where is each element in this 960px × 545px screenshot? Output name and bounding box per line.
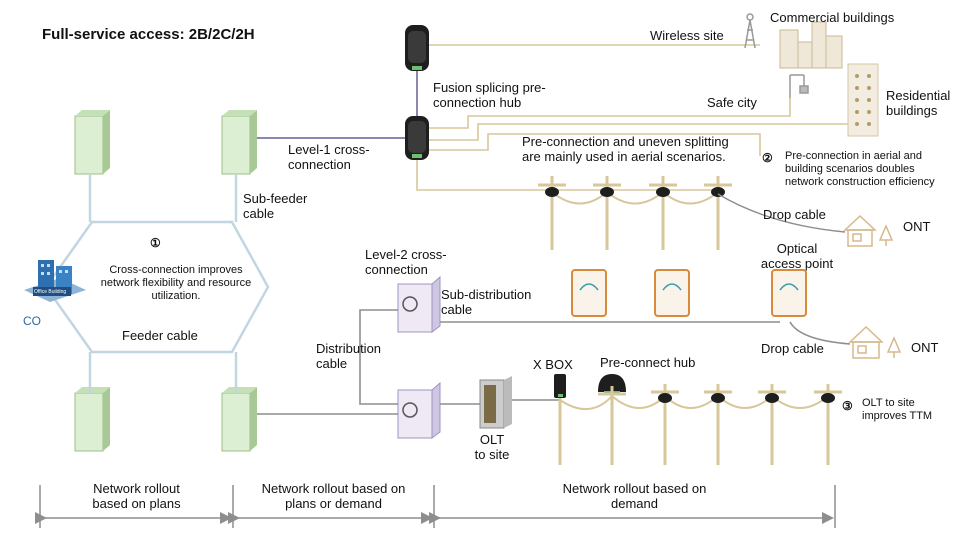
co-label: CO: [23, 314, 41, 328]
ont-mid-label: ONT: [911, 340, 939, 355]
badge-2: ②: [762, 151, 773, 165]
rollout-plans-label: Network rollout based on plans: [92, 481, 181, 511]
residential-building-icon: [847, 63, 879, 137]
sub-distribution-label: Sub-distribution cable: [441, 287, 532, 317]
olt-to-site-label: OLT to site: [474, 432, 510, 462]
rollout-arrows: [35, 485, 836, 528]
feeder-cable-label: Feeder cable: [122, 328, 198, 343]
residential-buildings-label: Residential buildings: [886, 88, 951, 118]
xbox-label: X BOX: [533, 357, 573, 372]
co-office-building-icon: [24, 260, 86, 302]
badge-3: ③: [842, 399, 853, 413]
cabinet-bottom-right: [221, 387, 257, 452]
safe-city-camera-icon: [789, 74, 809, 98]
safe-city-label: Safe city: [707, 95, 757, 110]
level2-cabinet-icon: [397, 275, 441, 333]
wireless-tower-icon: [744, 13, 756, 49]
commercial-buildings-icon: [779, 21, 843, 69]
aerial-poles-top: [538, 176, 732, 250]
fusion-hub-icon: [405, 25, 429, 71]
distribution-cabinet-icon: [397, 381, 441, 439]
aerial-note: Pre-connection and uneven splitting are …: [522, 134, 729, 164]
rollout-plans-or-demand-label: Network rollout based on plans or demand: [261, 481, 406, 511]
rollout-demand-label: Network rollout based on demand: [562, 481, 707, 511]
badge-1: ①: [150, 236, 161, 250]
preconnect-hub-label: Pre-connect hub: [600, 355, 696, 370]
house-top-icon: [843, 214, 894, 247]
house-mid-icon: [848, 325, 902, 359]
sub-feeder-label: Sub-feeder cable: [243, 191, 308, 221]
note-3: OLT to site improves TTM: [862, 397, 933, 422]
office-building-label: Office Building: [34, 289, 67, 295]
drop-cable-mid-label: Drop cable: [761, 341, 824, 356]
cabinet-top-left: [74, 110, 110, 175]
optical-ap-label: Optical access point: [760, 241, 834, 271]
note-2: Pre-connection in aerial and building sc…: [785, 150, 935, 188]
distribution-cable-label: Distribution cable: [316, 341, 382, 371]
cabinet-bottom-left: [74, 387, 110, 452]
xbox-icon: [554, 374, 566, 398]
note-1: Cross-connection improves network flexib…: [100, 264, 252, 302]
aerial-poles-bottom: [558, 384, 842, 465]
level2-label: Level-2 cross- connection: [365, 247, 447, 277]
drop-cable-top-label: Drop cable: [763, 207, 826, 222]
wireless-site-label: Wireless site: [650, 28, 724, 43]
fusion-hub-label: Fusion splicing pre- connection hub: [433, 80, 546, 110]
level1-label: Level-1 cross- connection: [288, 142, 370, 172]
ont-top-label: ONT: [903, 219, 931, 234]
optical-ap-boxes: [571, 269, 807, 317]
olt-rack-icon: [479, 376, 512, 429]
commercial-buildings-label: Commercial buildings: [770, 10, 895, 25]
cabinet-top-right: [221, 110, 257, 175]
level1-hub-icon: [405, 116, 429, 160]
diagram-title: Full-service access: 2B/2C/2H: [42, 26, 255, 43]
